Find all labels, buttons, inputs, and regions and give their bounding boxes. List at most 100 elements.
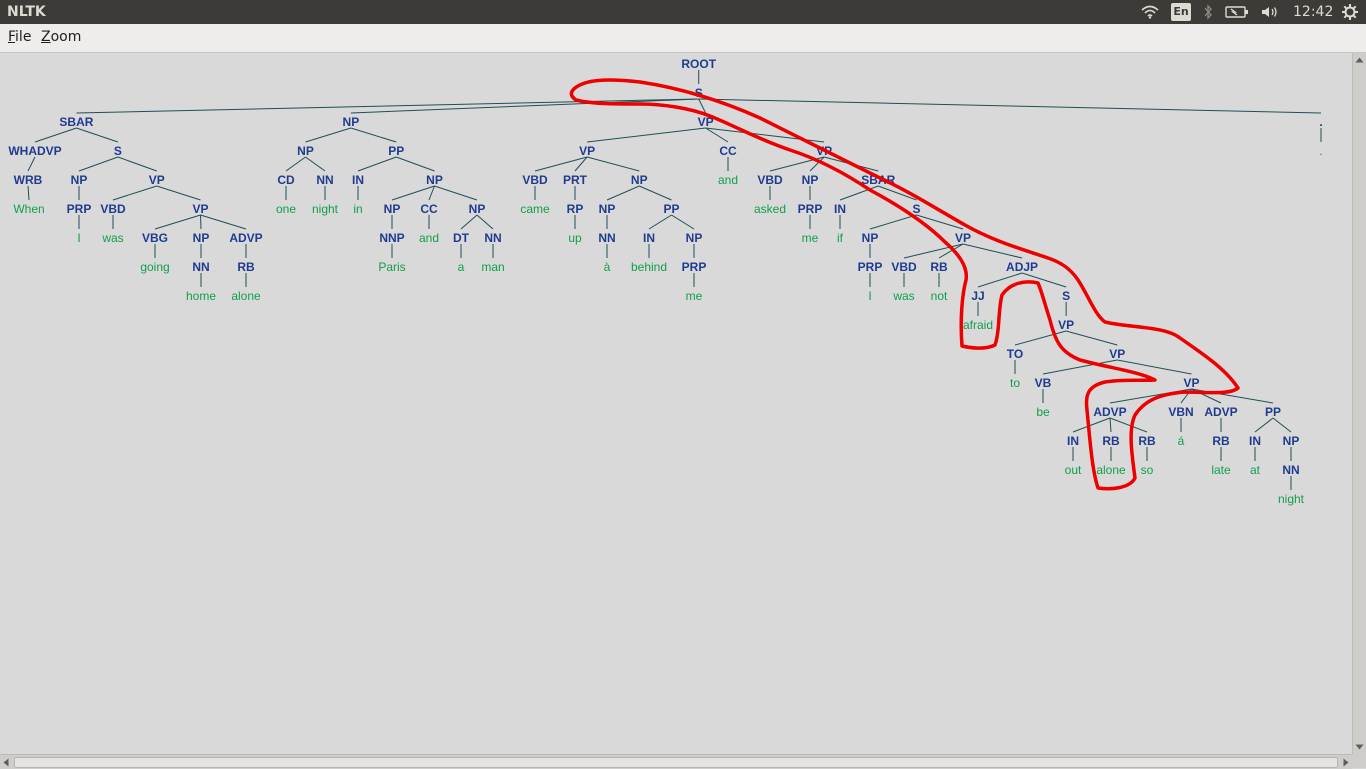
tree-node-label: VP [1183, 376, 1199, 390]
tree-leaf-word: man [481, 260, 504, 274]
menu-file[interactable]: File [8, 29, 31, 45]
tree-node-label: S [114, 144, 122, 158]
tree-leaf-word: going [140, 260, 169, 274]
tree-node-label: IN [643, 231, 655, 245]
vertical-scrollbar[interactable] [1352, 53, 1366, 754]
zoom-label-rest: oom [50, 29, 82, 45]
tree-edge [476, 214, 494, 230]
tree-node-label: NP [469, 202, 486, 216]
tree-edge [27, 156, 36, 172]
tree-leaf-word: á [1178, 434, 1185, 448]
language-indicator[interactable]: En [1171, 3, 1191, 21]
settings-gear-icon[interactable] [1339, 0, 1361, 24]
tree-edge [1117, 359, 1192, 375]
tree-node-label: NP [1283, 434, 1300, 448]
tree-edge [350, 127, 397, 143]
tree-leaf-word: home [186, 289, 216, 303]
scroll-left-arrow-icon[interactable] [3, 758, 9, 767]
tree-edge [396, 156, 435, 172]
tree-node-label: VP [1058, 318, 1074, 332]
tree-node-label: VP [955, 231, 971, 245]
bluetooth-icon[interactable] [1199, 0, 1217, 24]
tree-edge [305, 156, 326, 172]
tree-edge [648, 214, 672, 230]
tree-node-label: IN [1067, 434, 1079, 448]
tree-leaf-word: behind [631, 260, 667, 274]
clock[interactable]: 12:42 [1293, 4, 1334, 20]
tree-edge [534, 156, 588, 172]
system-top-bar: NLTK En 12:42 [0, 0, 1366, 24]
annotation-outline [569, 78, 1240, 491]
tree-node-label: CC [420, 202, 438, 216]
tree-leaf-word: night [312, 202, 339, 216]
tree-node-label: PRP [67, 202, 92, 216]
tree-leaf-word: was [101, 231, 123, 245]
horizontal-scrollbar[interactable] [0, 754, 1352, 769]
tree-node-label: TO [1007, 347, 1023, 361]
tree-node-label: ROOT [681, 57, 716, 71]
tree-edge [78, 156, 119, 172]
scroll-down-arrow-icon[interactable] [1355, 744, 1364, 750]
tree-leaf-word: . [1319, 144, 1322, 158]
tree-leaf-word: asked [754, 202, 786, 216]
tree-node-label: VBD [522, 173, 548, 187]
tree-node-label: VBN [1168, 405, 1193, 419]
tree-nodes: ROOTSSBARWHADVPWRBWhenSNPPRPIVPVBDwasVPV… [8, 57, 1322, 506]
horizontal-scroll-thumb[interactable] [14, 757, 1338, 768]
tree-edge [460, 214, 478, 230]
tree-edge [391, 185, 435, 201]
tree-node-label: PRP [682, 260, 707, 274]
tree-edge [434, 185, 478, 201]
tree-edge [154, 214, 201, 230]
tree-leaf-word: me [686, 289, 703, 303]
tree-leaf-word: not [931, 289, 948, 303]
tree-node-label: NNP [379, 231, 404, 245]
tree-edge [809, 156, 825, 172]
tree-edge [285, 156, 306, 172]
tree-node-label: RB [1102, 434, 1120, 448]
tree-edge [76, 127, 119, 143]
tree-leaf-word: a [458, 260, 465, 274]
scroll-up-arrow-icon[interactable] [1355, 57, 1364, 63]
tree-leaf-word: in [353, 202, 362, 216]
tree-edge [1272, 417, 1292, 433]
tree-node-label: NN [1282, 463, 1299, 477]
scroll-right-arrow-icon[interactable] [1343, 758, 1349, 767]
tree-node-label: VP [579, 144, 595, 158]
tree-edge [639, 185, 672, 201]
tree-node-label: VP [192, 202, 208, 216]
tree-edge [1042, 359, 1118, 375]
tree-edge [698, 98, 707, 114]
wifi-icon[interactable] [1139, 0, 1161, 24]
tree-node-label: NP [426, 173, 443, 187]
tree-node-label: PP [663, 202, 679, 216]
tree-edge [962, 243, 1023, 259]
tree-leaf-word: if [837, 231, 844, 245]
tree-node-label: CD [277, 173, 295, 187]
tree-leaf-word: up [568, 231, 582, 245]
file-mnemonic: F [8, 29, 16, 45]
scroll-corner [1352, 754, 1366, 768]
tree-node-label: RB [930, 260, 948, 274]
tree-node-label: NP [631, 173, 648, 187]
tree-edge [903, 243, 964, 259]
battery-icon[interactable] [1223, 0, 1251, 24]
tree-node-label: IN [352, 173, 364, 187]
tree-edge [200, 214, 247, 230]
tree-node-label: VP [1109, 347, 1125, 361]
tree-node-label: ADJP [1006, 260, 1038, 274]
menu-zoom[interactable]: Zoom [41, 29, 81, 45]
tree-node-label: NP [71, 173, 88, 187]
tree-leaf-word: was [892, 289, 914, 303]
volume-icon[interactable] [1258, 0, 1282, 24]
tree-edge [916, 214, 964, 230]
tree-node-label: RB [237, 260, 255, 274]
zoom-mnemonic: Z [41, 29, 51, 45]
tree-node-label: IN [1249, 434, 1261, 448]
tree-edge [76, 98, 699, 114]
tree-edge [839, 185, 879, 201]
tree-node-label: NP [384, 202, 401, 216]
tree-leaf-word: alone [231, 289, 261, 303]
tree-leaf-word: I [868, 289, 871, 303]
